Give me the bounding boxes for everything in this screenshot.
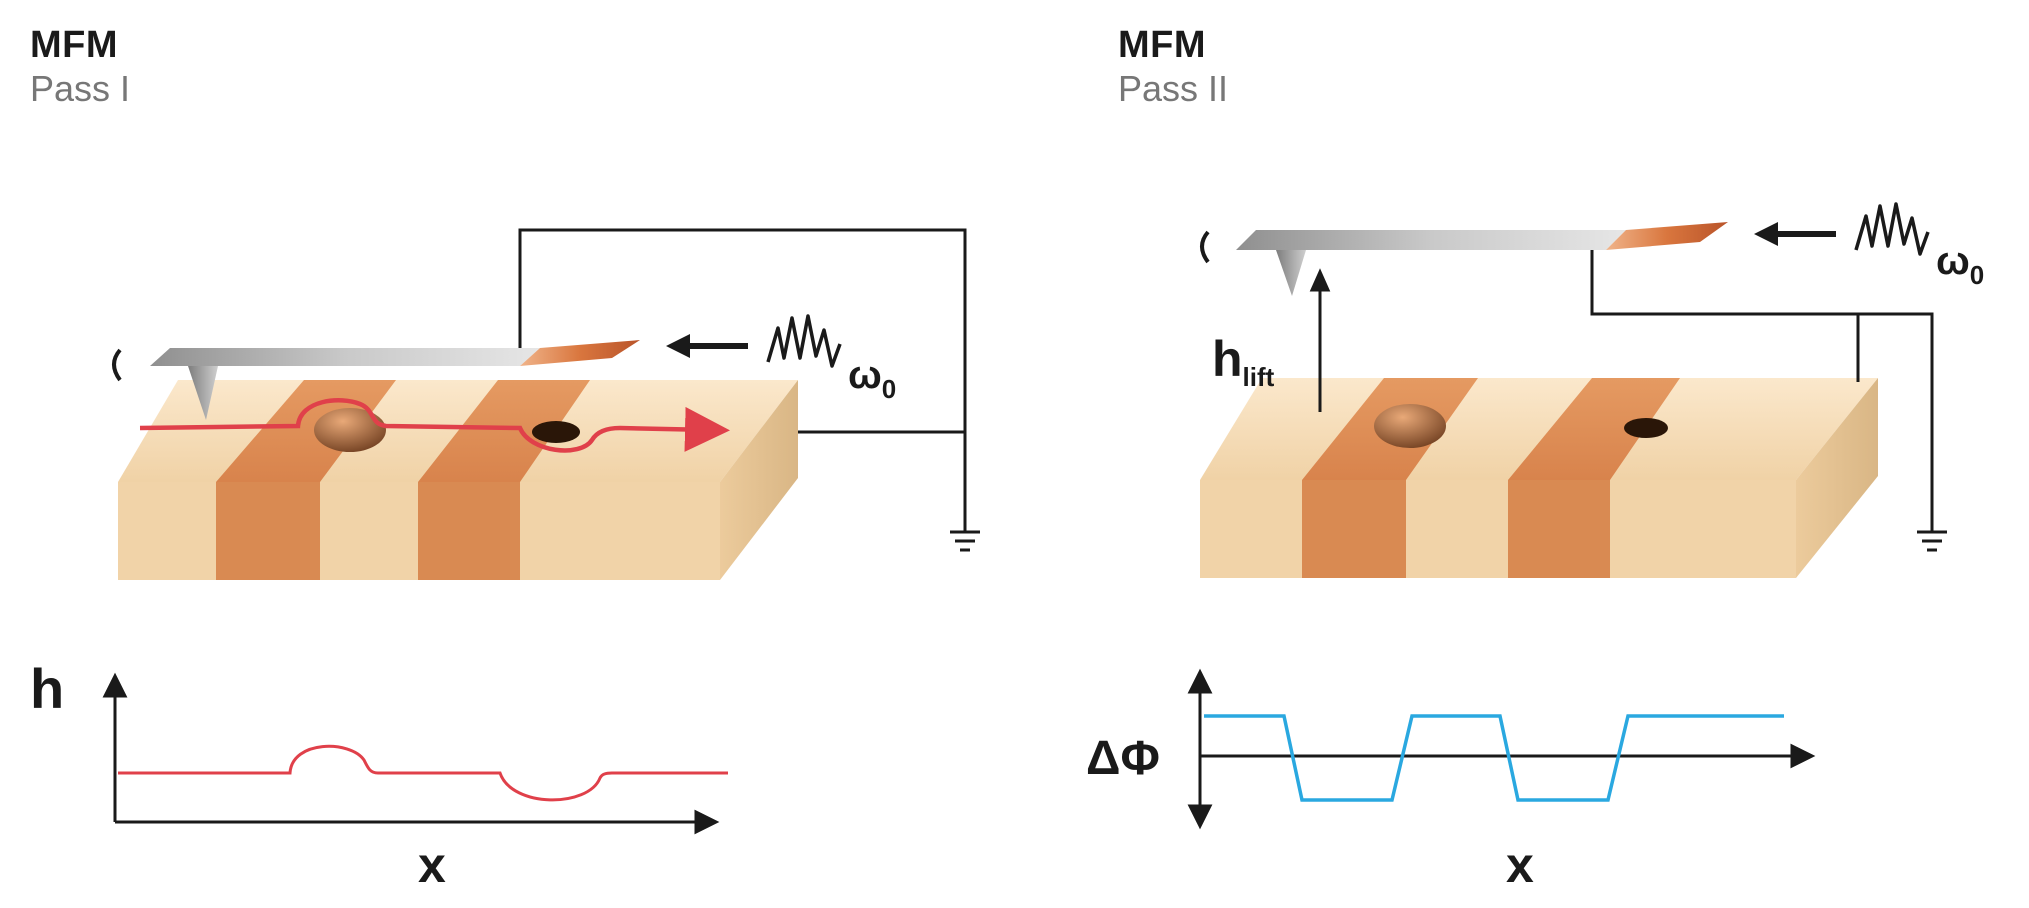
left-piezo xyxy=(520,340,640,366)
right-omega-label: ω0 xyxy=(1936,239,1984,290)
left-drive-signal xyxy=(666,314,842,368)
left-panel-subtitle: Pass I xyxy=(30,68,131,109)
left-magnetic-bump xyxy=(314,408,386,452)
left-x-axis-label: x xyxy=(418,837,446,893)
right-panel-subtitle: Pass II xyxy=(1118,68,1229,109)
right-graph-axes xyxy=(1187,668,1816,830)
left-topography-profile xyxy=(118,744,728,802)
right-circuit-wire xyxy=(1590,250,1934,532)
left-sample-block xyxy=(118,380,798,580)
left-y-axis-label: h xyxy=(30,657,64,720)
right-panel-title: MFM xyxy=(1118,24,1207,66)
left-panel-title: MFM xyxy=(30,24,119,66)
right-drive-signal xyxy=(1754,202,1930,256)
right-piezo xyxy=(1606,222,1728,250)
right-x-axis-label: x xyxy=(1506,837,1534,893)
right-laser-bracket xyxy=(1200,230,1210,264)
left-laser-bracket xyxy=(112,348,122,382)
right-magnetic-pit xyxy=(1624,418,1668,438)
right-wave-icon xyxy=(1854,202,1930,256)
left-scan-trace xyxy=(139,398,730,453)
right-cantilever xyxy=(1200,222,1728,296)
left-wave-icon xyxy=(766,314,842,368)
left-ground-icon xyxy=(950,530,980,552)
left-graph-axes xyxy=(102,672,720,835)
left-omega-label: ω0 xyxy=(848,353,896,404)
right-h-lift-label: hlift xyxy=(1212,331,1275,392)
right-tip xyxy=(1276,250,1306,296)
left-circuit-wire xyxy=(518,228,967,532)
right-sample-block xyxy=(1200,378,1878,578)
right-phase-profile xyxy=(1204,714,1784,802)
left-magnetic-pit xyxy=(532,421,580,443)
right-lift-arrow xyxy=(1309,268,1331,412)
right-magnetic-bump xyxy=(1374,404,1446,448)
right-ground-icon xyxy=(1917,530,1947,552)
right-y-axis-label: ΔΦ xyxy=(1086,732,1160,785)
left-cantilever xyxy=(112,340,640,420)
left-tip xyxy=(188,366,218,420)
